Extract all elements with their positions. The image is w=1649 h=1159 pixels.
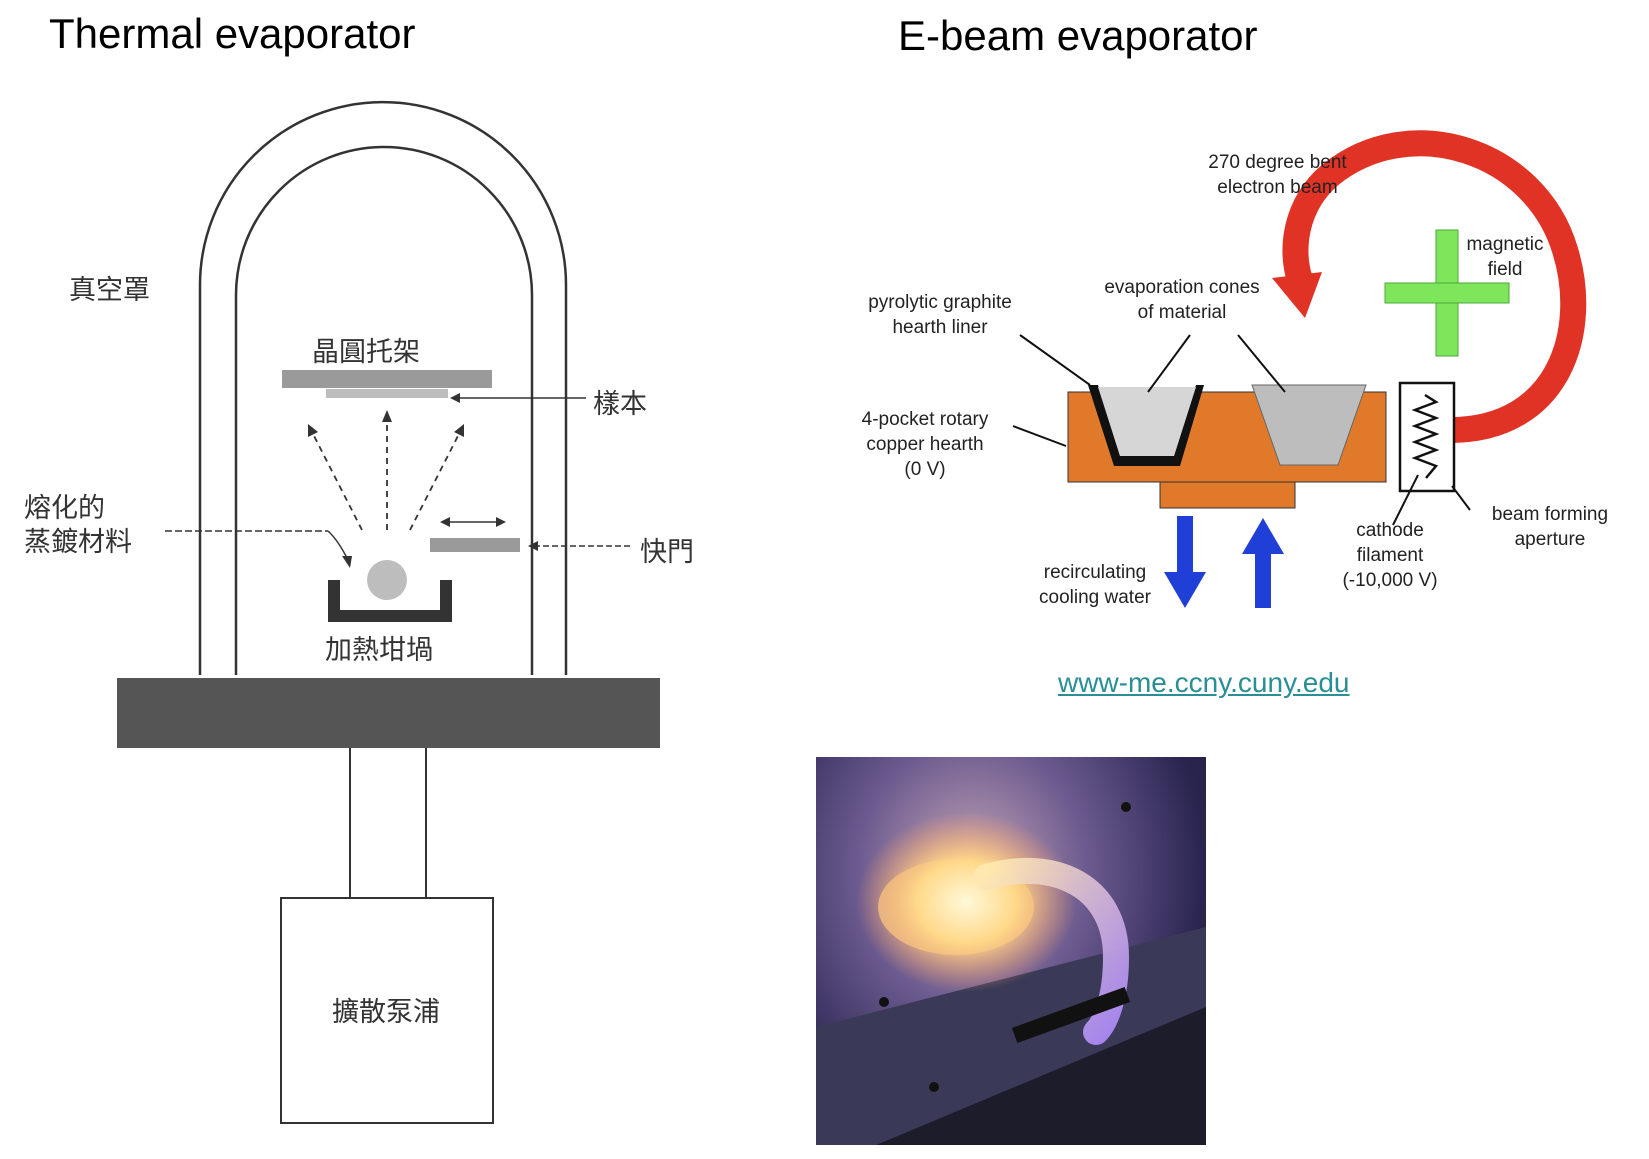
water-arrow-down-head <box>1164 572 1206 608</box>
magnetic-field-label-2: field <box>1487 259 1523 280</box>
molten-material-label-1: 熔化的 <box>24 493 105 524</box>
copper-hearth-label-3: (0 V) <box>904 459 946 480</box>
source-link[interactable]: www-me.ccny.cuny.edu <box>1058 667 1350 698</box>
magnetic-field-label-1: magnetic <box>1466 234 1544 255</box>
aperture-leader <box>1451 485 1471 511</box>
beam-forming-aperture-label-2: aperture <box>1514 529 1586 550</box>
electron-beam-label-1: 270 degree bent <box>1208 152 1347 173</box>
evaporation-cones-label-2: of material <box>1137 302 1227 323</box>
photo-plate-dark <box>876 1007 1206 1145</box>
cathode-filament-label: cathode filament (-10,000 V) <box>1320 518 1460 593</box>
magnetic-field-cross-h <box>1384 282 1510 304</box>
cathode-filament-label-3: (-10,000 V) <box>1342 570 1438 591</box>
electron-beam-label: 270 degree bent electron beam <box>1170 150 1385 200</box>
diffusion-pump-box <box>280 897 494 1124</box>
electron-beam-arrowhead <box>1272 272 1322 318</box>
photo-beam <box>973 857 1130 1045</box>
electron-beam-arc <box>1282 130 1587 443</box>
cooling-water-label: recirculating cooling water <box>1020 560 1170 610</box>
wafer-holder <box>282 370 492 388</box>
thermal-evaporator-diagram <box>117 100 660 1124</box>
evap-arrow-right <box>409 431 461 531</box>
water-arrow-up-shaft <box>1255 552 1271 608</box>
base-plate <box>117 678 660 748</box>
photo-bracket <box>1011 986 1131 1044</box>
evaporation-cones-label-1: evaporation cones <box>1104 277 1260 298</box>
thermal-evaporator-title: Thermal evaporator <box>49 10 416 57</box>
cones-leader-left <box>1147 334 1191 393</box>
hearth-liner-label-1: pyrolytic graphite <box>868 292 1012 313</box>
cathode-filament-label-2: filament <box>1356 545 1424 566</box>
liner-leader <box>1019 334 1091 386</box>
bell-jar-inner <box>234 145 534 675</box>
hearth-base <box>1159 481 1296 509</box>
molten-material <box>367 560 407 600</box>
water-arrow-down-shaft <box>1177 516 1193 574</box>
cathode-filament <box>1411 393 1440 479</box>
hearth-liner-label-2: hearth liner <box>892 317 988 338</box>
copper-hearth-label-1: 4-pocket rotary <box>861 409 989 430</box>
beam-forming-aperture-label-1: beam forming <box>1491 504 1609 525</box>
magnetic-field-label: magnetic field <box>1450 232 1560 282</box>
shutter-label: 快門 <box>640 537 694 568</box>
crucible-label: 加熱坩堝 <box>325 635 433 666</box>
bell-jar-outer <box>198 100 568 675</box>
wafer-holder-label: 晶圓托架 <box>312 337 420 368</box>
evap-arrow-left <box>311 431 363 531</box>
crucible <box>328 580 452 622</box>
sample-label: 樣本 <box>593 389 647 420</box>
hearth-liner-label: pyrolytic graphite hearth liner <box>845 290 1035 340</box>
water-arrow-up-head <box>1242 518 1284 554</box>
molten-material-label-2: 蒸鍍材料 <box>24 527 132 558</box>
cooling-water-label-2: cooling water <box>1039 587 1151 608</box>
sample-pointer-head <box>450 393 460 403</box>
cathode-leader <box>1392 474 1419 526</box>
copper-hearth-label: 4-pocket rotary copper hearth (0 V) <box>840 407 1010 482</box>
cooling-water-label-1: recirculating <box>1043 562 1147 583</box>
evaporation-cones-label: evaporation cones of material <box>1082 275 1282 325</box>
diffusion-pump-label: 擴散泵浦 <box>332 997 440 1028</box>
copper-hearth-label-2: copper hearth <box>866 434 984 455</box>
beam-forming-aperture-label: beam forming aperture <box>1470 502 1630 552</box>
evaporation-cone-left <box>1098 387 1196 456</box>
evaporation-cone-right <box>1251 384 1367 466</box>
hearth-liner <box>1088 385 1204 466</box>
shutter <box>430 538 520 552</box>
cones-leader-right <box>1237 334 1286 393</box>
bell-jar-label: 真空罩 <box>69 275 150 306</box>
ebeam-photo <box>816 757 1206 1145</box>
cathode-filament-label-1: cathode <box>1356 520 1424 541</box>
hearth-leader <box>1012 425 1067 447</box>
photo-glow <box>856 812 1076 992</box>
sample <box>326 389 448 398</box>
electron-beam-label-2: electron beam <box>1217 177 1338 198</box>
ebeam-evaporator-title: E-beam evaporator <box>898 12 1258 59</box>
